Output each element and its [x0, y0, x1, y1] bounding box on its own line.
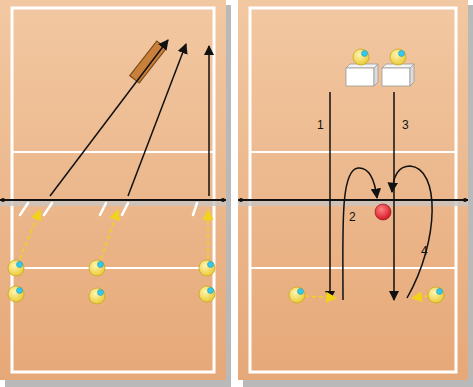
- left-court: [0, 0, 231, 387]
- callout-number: 2: [349, 210, 356, 224]
- callout-number: 1: [317, 118, 324, 132]
- right-court: [238, 0, 473, 387]
- callout-number: 3: [402, 118, 409, 132]
- callout-number: 4: [421, 244, 428, 258]
